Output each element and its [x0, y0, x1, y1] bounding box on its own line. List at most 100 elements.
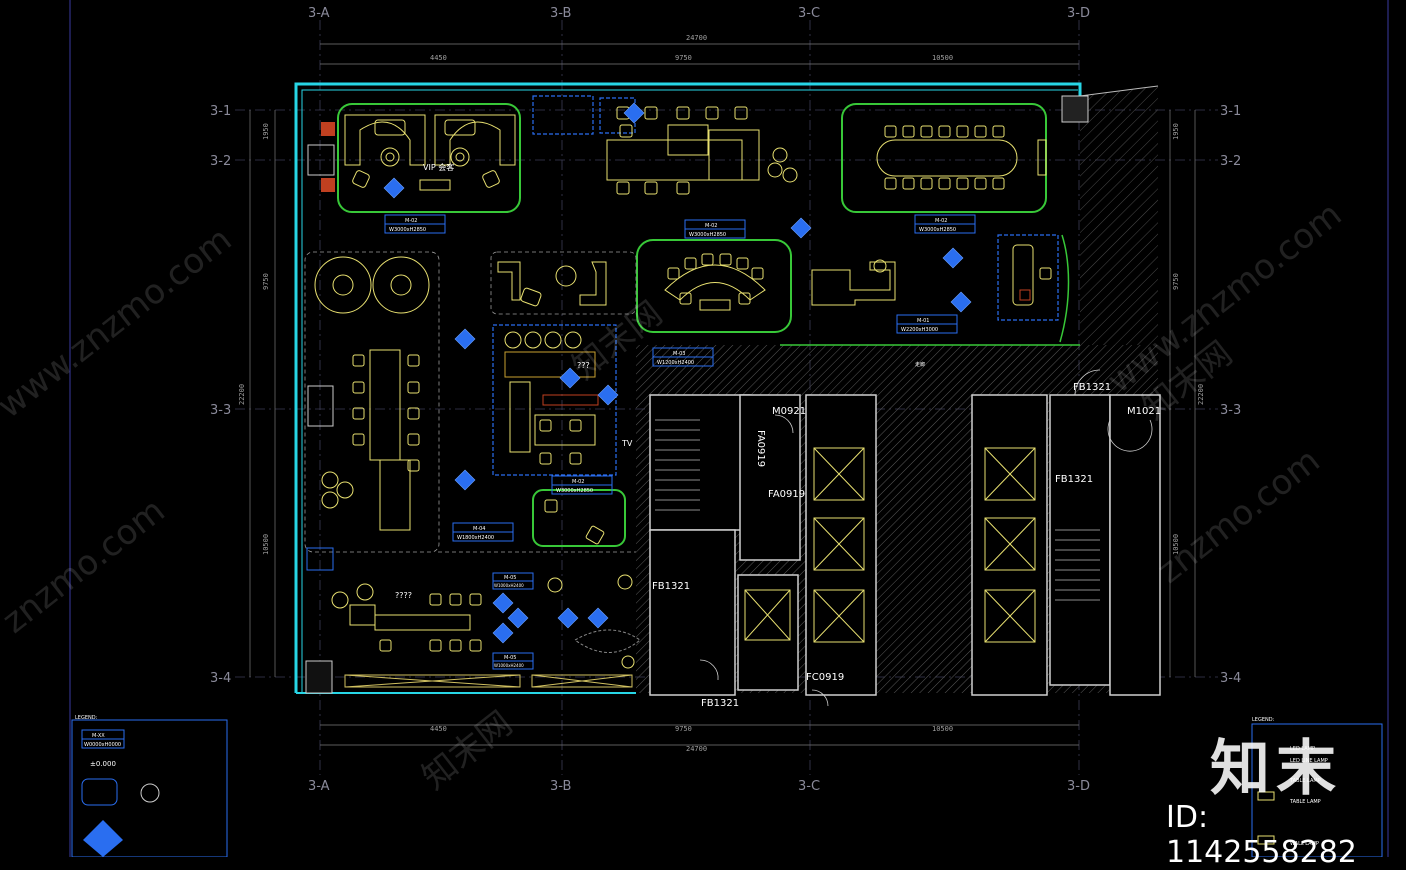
building-core [649, 394, 1161, 696]
dim-left-seg-3: 10500 [262, 534, 270, 555]
svg-text:M-02: M-02 [705, 223, 717, 229]
dim-bottom-seg-2: 9750 [675, 725, 692, 733]
axis-row-4-left: 3-4 [210, 671, 231, 686]
dim-left-total: 22200 [238, 384, 246, 405]
axis-col-b-bottom: 3-B [550, 779, 571, 794]
elevators [744, 447, 1036, 643]
sheet-border [69, 0, 1389, 857]
center-bar-furniture [497, 261, 607, 465]
svg-text:M-03: M-03 [673, 351, 685, 357]
blue-outlines [492, 95, 1059, 476]
svg-text:W1200xH2400: W1200xH2400 [657, 360, 694, 366]
vip-lounge-icons [307, 122, 335, 192]
dim-top-total: 24700 [686, 34, 707, 42]
axis-col-b-top: 3-B [550, 6, 571, 21]
legend-item-2: LED LINE LAMP [1290, 758, 1328, 764]
door-tag: M-02 W3000xH2850 [551, 475, 613, 495]
legend-item-4: TABLE LAMP [1289, 799, 1321, 805]
legend-left-title: LEGEND: [75, 715, 98, 721]
door-tag: M-05 W1000xH2400 [492, 572, 534, 590]
door-label-fb1321-bottom: FB1321 [701, 698, 739, 709]
stair-lines [655, 419, 1100, 601]
axis-col-c-top: 3-C [798, 6, 820, 21]
bottom-cabinets [305, 95, 1089, 694]
meeting-area-furniture [606, 106, 798, 195]
room-labels: VIP 会客 走廊 TV ??? ???? [395, 162, 925, 600]
dimension-lines [249, 43, 1196, 746]
axis-col-d-top: 3-D [1067, 6, 1090, 21]
door-label-fc0919: FC0919 [806, 672, 844, 683]
svg-text:M-04: M-04 [473, 526, 485, 532]
dim-bottom-seg-1: 4450 [430, 725, 447, 733]
door-tag: M-04 W1800xH2400 [452, 522, 514, 542]
door-label-fa0919: FA0919 [768, 489, 805, 500]
axis-col-a-bottom: 3-A [308, 779, 330, 794]
grid-bubbles: 3-A 3-B 3-C 3-D 3-A 3-B 3-C 3-D 3-1 3-2 … [210, 6, 1241, 794]
svg-text:W1000xH2400: W1000xH2400 [494, 663, 524, 668]
axis-col-d-bottom: 3-D [1067, 779, 1090, 794]
svg-text:W2200xH3000: W2200xH3000 [901, 327, 938, 333]
dim-bottom-total: 24700 [686, 745, 707, 753]
legend-tag-code: M-XX [92, 733, 105, 739]
exterior-walls [294, 82, 1159, 694]
svg-text:W3000xH2850: W3000xH2850 [389, 227, 426, 233]
dim-right-seg-1: 1950 [1172, 123, 1180, 140]
electrical-markers [383, 102, 972, 644]
axis-row-2-right: 3-2 [1220, 154, 1241, 169]
svg-text:M-05: M-05 [504, 655, 516, 661]
door-label-fa0919-vertical: FA0919 [755, 430, 766, 467]
legend-item-5: WALL LAMP [1290, 841, 1319, 847]
dimension-labels: 24700 4450 9750 10500 4450 9750 10500 24… [238, 34, 1205, 753]
zone-boundaries [304, 251, 637, 553]
dim-left-seg-2: 9750 [262, 273, 270, 290]
image-id: ID: 1142558282 [1166, 800, 1357, 870]
svg-text:M-02: M-02 [572, 479, 584, 485]
legend-tag-size: W0000xH0000 [84, 742, 121, 748]
curved-meeting-furniture [664, 253, 766, 311]
svg-text:W3000xH2850: W3000xH2850 [556, 488, 593, 494]
door-label-fb1321-top: FB1321 [1073, 382, 1111, 393]
room-label-tv: TV [621, 439, 633, 448]
brand-logo: 知末 [1210, 734, 1342, 804]
dim-top-seg-3: 10500 [932, 54, 953, 62]
door-tag: M-05 W1000xH2400 [492, 652, 534, 670]
door-labels: FB1321 M0921 M1021 FA0919 FA0919 FB1321 … [652, 382, 1161, 709]
room-label-vip: VIP 会客 [423, 162, 454, 172]
door-tag: M-02 W3000xH2850 [914, 214, 976, 234]
dim-bottom-seg-3: 10500 [932, 725, 953, 733]
legend-level: ±0.000 [90, 760, 116, 768]
door-tag: M-02 W3000xH2850 [384, 214, 446, 234]
svg-text:M-02: M-02 [405, 218, 417, 224]
door-tags: M-02 W3000xH2850 M-02 W3000xH2850 M-02 W… [384, 214, 976, 670]
svg-text:M-02: M-02 [935, 218, 947, 224]
axis-col-c-bottom: 3-C [798, 779, 820, 794]
left-office-furniture [307, 256, 430, 531]
dim-left-seg-1: 1950 [262, 123, 270, 140]
legend-left: LEGEND: M-XX W0000xH0000 ±0.000 [71, 715, 228, 857]
svg-text:W1000xH2400: W1000xH2400 [494, 583, 524, 588]
door-label-m0921: M0921 [772, 406, 806, 417]
axis-row-3-left: 3-3 [210, 403, 231, 418]
vip-lounge-furniture [344, 114, 516, 191]
reception-furniture [811, 244, 1052, 306]
door-swings [699, 369, 1153, 707]
svg-text:W1800xH2400: W1800xH2400 [457, 535, 494, 541]
axis-row-4-right: 3-4 [1220, 671, 1241, 686]
dim-top-seg-1: 4450 [430, 54, 447, 62]
dim-right-total: 22200 [1197, 384, 1205, 405]
svg-text:W3000xH2850: W3000xH2850 [689, 232, 726, 238]
axis-col-a-top: 3-A [308, 6, 330, 21]
axis-row-3-right: 3-3 [1220, 403, 1241, 418]
axis-row-2-left: 3-2 [210, 154, 231, 169]
door-tag: M-02 W3000xH2850 [684, 219, 746, 239]
svg-text:M-01: M-01 [917, 318, 929, 324]
svg-text:W3000xH2850: W3000xH2850 [919, 227, 956, 233]
door-label-fb1321-right: FB1321 [1055, 474, 1093, 485]
door-label-m1021: M1021 [1127, 406, 1161, 417]
door-label-fb1321-left: FB1321 [652, 581, 690, 592]
room-label-unknown-a: ??? [577, 361, 590, 370]
door-tag: M-03 W1200xH2400 [652, 347, 714, 367]
legend-right-title: LEGEND: [1252, 717, 1275, 723]
dim-right-seg-3: 10500 [1172, 534, 1180, 555]
